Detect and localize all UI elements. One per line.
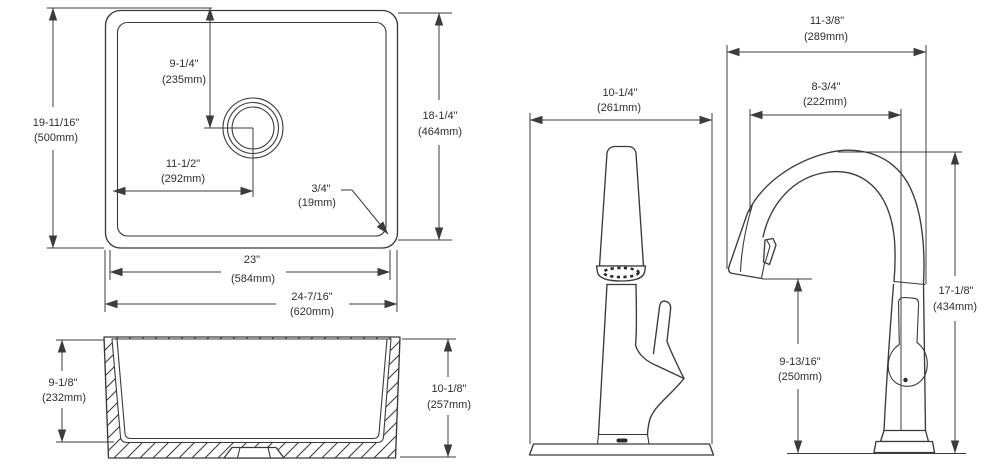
faucet-side-view [727,149,936,454]
faucet-side-base [873,429,936,454]
spray-toggle-paddle [762,237,777,266]
dim-faucet-overall-height-in: 17-1/8" [938,285,973,297]
spout-inner-curve [762,170,896,283]
dim-sink-height-inner: 18-1/4" (464mm) [398,12,462,241]
dim-faucet-base-width-in: 10-1/4" [602,87,637,99]
sink-outer-rim [104,9,399,249]
sink-side-view [103,336,401,459]
dim-bowl-depth-mm: (232mm) [42,392,86,404]
sink-bowl-contour [111,338,392,444]
dim-sink-height-outer: 19-11/16" (500mm) [33,7,212,249]
dim-faucet-spout-height: 9-13/16" (250mm) [762,278,822,454]
dim-sink-width-outer-mm: (620mm) [290,306,334,318]
dim-overall-depth-mm: (257mm) [427,399,471,411]
dim-faucet-spout-height-in: 9-13/16" [779,356,820,368]
spray-head-contour [739,203,754,273]
sink-section-outer [103,336,401,459]
dim-sink-height-inner-mm: (464mm) [418,126,462,138]
dim-faucet-spout-height-mm: (250mm) [778,371,822,383]
sink-top-dimensions: 19-11/16" (500mm) 9-1/4" (235mm) 11-1/2"… [33,7,462,318]
faucet-front-dimensions: 10-1/4" (261mm) [529,87,713,444]
drain-outlet-section [223,446,285,459]
spout-outer-curve [727,149,925,285]
dim-bowl-depth: 9-1/8" (232mm) [42,339,114,443]
spray-wand [598,145,645,267]
dim-drain-offset-left-in: 11-1/2" [166,158,200,170]
dim-faucet-overall-reach-mm: (289mm) [804,31,848,43]
handle-dot [903,377,908,383]
dim-faucet-overall-reach-in: 11-3/8" [810,15,844,27]
faucet-base [596,433,650,445]
dim-sink-width-inner-in: 23" [244,254,260,266]
faucet-body [597,283,685,436]
dim-sink-height-outer-mm: (500mm) [34,132,78,144]
dim-faucet-base-width: 10-1/4" (261mm) [529,87,713,444]
dim-corner-radius: 3/4" (19mm) [298,183,389,235]
faucet-side-dimensions: 11-3/8" (289mm) 8-3/4" (222mm) 17-1/8" (… [726,15,977,454]
dim-faucet-base-width-mm: (261mm) [597,102,641,114]
spout-body-joint [893,280,926,286]
dim-sink-width-inner: 23" (584mm) [109,250,391,285]
deck-plate [528,443,715,456]
dim-corner-radius-in: 3/4" [311,183,330,195]
dim-drain-offset-left-mm: (292mm) [161,173,205,185]
dim-faucet-spout-reach: 8-3/4" (222mm) [749,81,902,450]
faucet-side-handle [887,296,928,387]
dim-overall-depth: 10-1/8" (257mm) [400,338,471,458]
faucet-front-view [528,145,715,456]
sink-inner-bowl-edge [116,21,387,237]
dim-overall-depth-in: 10-1/8" [431,383,466,395]
base-indicator-slot [616,438,628,443]
drain-centerlines [204,127,254,197]
dim-bowl-depth-in: 9-1/8" [49,377,78,389]
dim-drain-offset-top-in: 9-1/4" [170,58,199,70]
dim-faucet-overall-height: 17-1/8" (434mm) [838,151,977,454]
sink-bowl-inner-contour [116,338,388,440]
dim-faucet-spout-reach-in: 8-3/4" [812,81,841,93]
dim-corner-radius-mm: (19mm) [298,197,336,209]
spray-head-right-edge [760,262,766,280]
dim-sink-height-outer-in: 19-11/16" [33,117,80,129]
dim-faucet-overall-height-mm: (434mm) [933,301,977,313]
faucet-handle-lever [652,300,685,380]
dim-sink-height-inner-in: 18-1/4" [422,110,457,122]
dim-drain-offset-top-mm: (235mm) [162,74,206,86]
dim-faucet-overall-reach: 11-3/8" (289mm) [726,15,927,284]
faucet-side-body [883,283,927,432]
sink-side-dimensions: 9-1/8" (232mm) 10-1/8" (257mm) [42,338,471,458]
sink-top-view [104,9,399,249]
dim-sink-width-outer-in: 24-7/16" [291,291,332,303]
dim-drain-offset-left: 11-1/2" (292mm) [112,158,254,196]
dim-drain-offset-top: 9-1/4" (235mm) [162,7,215,129]
aerator-dots [602,266,640,279]
dim-sink-width-inner-mm: (584mm) [231,273,275,285]
dim-sink-width-outer: 24-7/16" (620mm) [104,250,398,318]
sink-wall-hatching [104,337,400,458]
dim-faucet-spout-reach-mm: (222mm) [803,96,847,108]
